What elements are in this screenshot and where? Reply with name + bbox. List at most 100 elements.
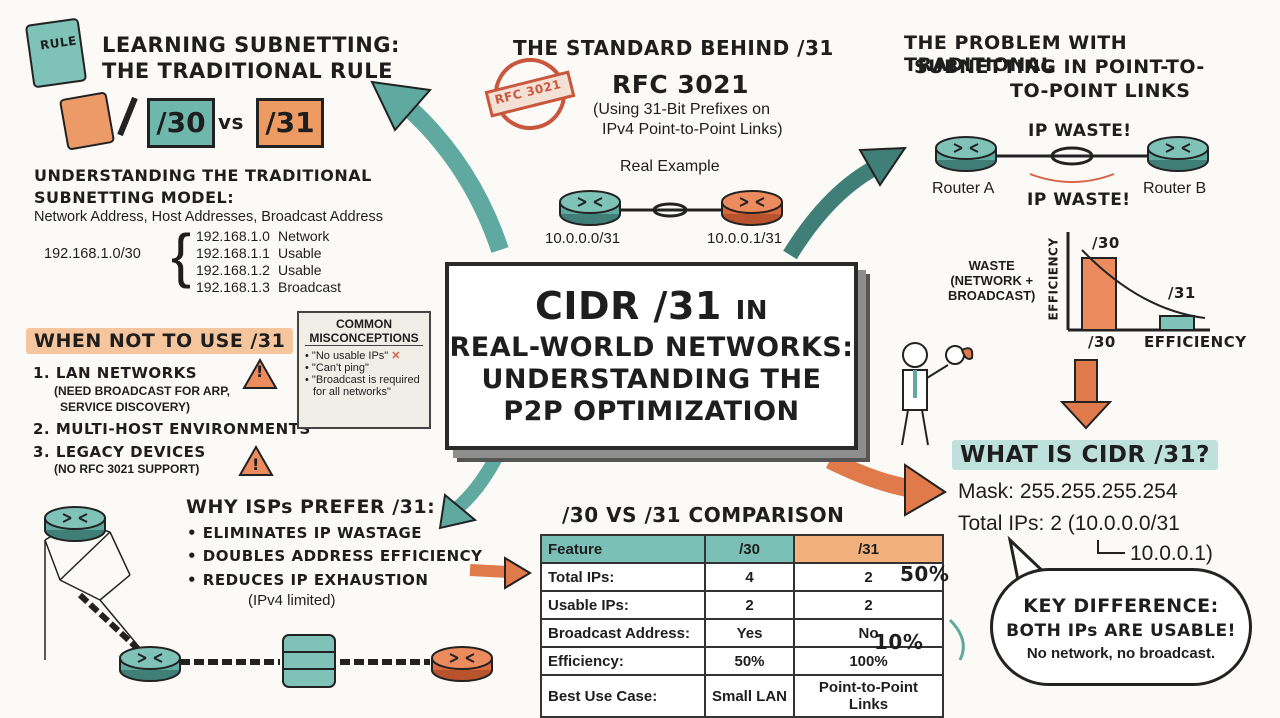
chart-bar30-bottom: /30: [1088, 333, 1116, 351]
chart-y-label: EFFICIENCY: [1046, 237, 1061, 321]
bar-31: [1159, 315, 1195, 331]
arrow-down-right-head: [904, 463, 947, 517]
misconception-item: for all networks": [313, 386, 391, 398]
comparison-title: /30 VS /31 COMPARISON: [562, 503, 845, 527]
table-row: Best Use Case: Small LAN Point-to-Point …: [540, 674, 944, 718]
what-is-total: Total IPs: 2 (10.0.0.0/31: [958, 512, 1180, 535]
table-header-cell: /30: [704, 534, 795, 564]
when-not-item-1-sub1: (NEED BROADCAST FOR ARP,: [54, 384, 231, 398]
rfc-title: RFC 3021: [612, 70, 749, 99]
table-row: Broadcast Address: Yes No: [540, 618, 944, 648]
isp-item-3: • REDUCES IP EXHAUSTION: [187, 571, 429, 589]
arrow-up-left-head: [370, 80, 432, 132]
center-title-box: CIDR /31 IN REAL-WORLD NETWORKS: UNDERST…: [445, 262, 858, 450]
warning-mark-2: !: [252, 455, 260, 474]
table-cell: Yes: [704, 618, 795, 648]
table-cell: Broadcast Address:: [540, 618, 706, 648]
box-30: /30: [147, 98, 215, 148]
learning-title-2: THE TRADITIONAL RULE: [102, 59, 394, 83]
waste-label-line: WASTE: [968, 258, 1015, 273]
key-difference-line-3: No network, no broadcast.: [1026, 645, 1216, 662]
arrow-down-chart-head: [1059, 401, 1113, 430]
table-cell: 100%: [793, 646, 944, 676]
table-cell: Efficiency:: [540, 646, 706, 676]
model-title-2: SUBNETTING MODEL:: [34, 188, 235, 207]
center-title-suffix: IN: [735, 295, 768, 326]
arrow-up-right: [783, 157, 884, 260]
subnet-brace: {: [171, 222, 192, 289]
table-cell: Best Use Case:: [540, 674, 706, 718]
warning-mark-1: !: [256, 362, 264, 381]
real-example-label: Real Example: [620, 158, 720, 175]
when-not-item-3-sub1: (NO RFC 3021 SUPPORT): [54, 462, 200, 476]
arrow-to-table-head: [504, 556, 532, 590]
table-header-cell: /31: [793, 534, 944, 564]
waste-label-line: BROADCAST): [948, 288, 1036, 303]
table-cell: No: [793, 618, 944, 648]
model-subtitle: Network Address, Host Addresses, Broadca…: [34, 209, 383, 225]
router-a-label: Router A: [932, 180, 995, 197]
table-cell: 4: [704, 562, 795, 592]
waste-label: WASTE (NETWORK + BROADCAST): [948, 258, 1035, 303]
arrow-up-left: [394, 93, 509, 253]
router-b-label: Router B: [1143, 180, 1207, 197]
router-example-right: [721, 190, 783, 226]
stamp-icon: [484, 57, 576, 130]
table-cell: Small LAN: [704, 674, 795, 718]
what-is-mask: Mask: 255.255.255.254: [958, 480, 1178, 503]
pct-top: 50%: [900, 562, 950, 586]
learning-title-1: LEARNING SUBNETTING:: [102, 33, 400, 57]
pct-bottom: 10%: [874, 630, 924, 654]
efficiency-chart: [1066, 232, 1210, 332]
ip-waste-top: IP WASTE!: [1028, 121, 1132, 141]
table-row: Usable IPs: 2 2: [540, 590, 944, 620]
table-cell: Total IPs:: [540, 562, 706, 592]
arrow-up-right-head: [858, 146, 907, 187]
what-is-second-ip: 10.0.0.1): [1130, 542, 1213, 565]
ip-waste-bottom: IP WASTE!: [1027, 190, 1131, 210]
center-title-line-1: CIDR /31 IN: [535, 285, 768, 332]
isp-note: (IPv4 limited): [248, 592, 336, 609]
isp-item-1: • ELIMINATES IP WASTAGE: [187, 524, 423, 542]
center-title-line-2: REAL-WORLD NETWORKS:: [449, 331, 854, 363]
net-router-orange: [431, 646, 493, 682]
arrow-down-left: [450, 446, 507, 516]
when-not-item-1: 1. LAN NETWORKS: [33, 364, 198, 382]
isp-item-2: • DOUBLES ADDRESS EFFICIENCY: [187, 547, 483, 565]
book-icon: [25, 18, 138, 150]
when-not-item-2: 2. MULTI-HOST ENVIRONMENTS: [33, 420, 311, 438]
table-cell: Usable IPs:: [540, 590, 706, 620]
misconceptions-card: COMMON MISCONCEPTIONS • "No usable IPs" …: [297, 311, 431, 429]
waste-label-line: (NETWORK +: [950, 273, 1034, 288]
key-difference-bubble: KEY DIFFERENCE: BOTH IPs ARE USABLE! No …: [990, 568, 1252, 686]
table-cell: 2: [793, 590, 944, 620]
arrow-to-table: [469, 564, 511, 578]
chart-bar30-top: /30: [1092, 234, 1120, 252]
subnet-label: 192.168.1.0/30: [44, 246, 141, 262]
arrow-down-left-head: [438, 493, 478, 530]
misconceptions-title-1: COMMON: [336, 317, 392, 331]
table-cell: 50%: [704, 646, 795, 676]
rfc-subtitle-2: IPv4 Point-to-Point Links): [602, 121, 783, 138]
router-b: [1147, 136, 1209, 172]
net-node-1: [44, 506, 106, 542]
when-not-item-1-sub2: SERVICE DISCOVERY): [60, 400, 191, 414]
example-ip-right: 10.0.0.1/31: [707, 230, 783, 247]
when-not-title: WHEN NOT TO USE /31: [26, 328, 294, 354]
chart-x-label: EFFICIENCY: [1144, 333, 1247, 351]
table-row: Total IPs: 4 2: [540, 562, 944, 592]
misconception-item: • "Can't ping": [305, 362, 369, 374]
presenter-figure: [901, 342, 974, 446]
chart-bar31-top: /31: [1168, 284, 1196, 302]
misconception-item: • "No usable IPs" ✕: [305, 350, 401, 362]
key-difference-line-1: KEY DIFFERENCE:: [1023, 595, 1219, 617]
vs-label: vs: [218, 110, 244, 134]
key-difference-line-2: BOTH IPs ARE USABLE!: [1006, 621, 1236, 641]
misconception-item: • "Broadcast is required: [305, 374, 420, 386]
net-router-teal: [119, 646, 181, 682]
problem-title-1: THE PROBLEM WITH TRADITIONAL: [904, 32, 1128, 76]
